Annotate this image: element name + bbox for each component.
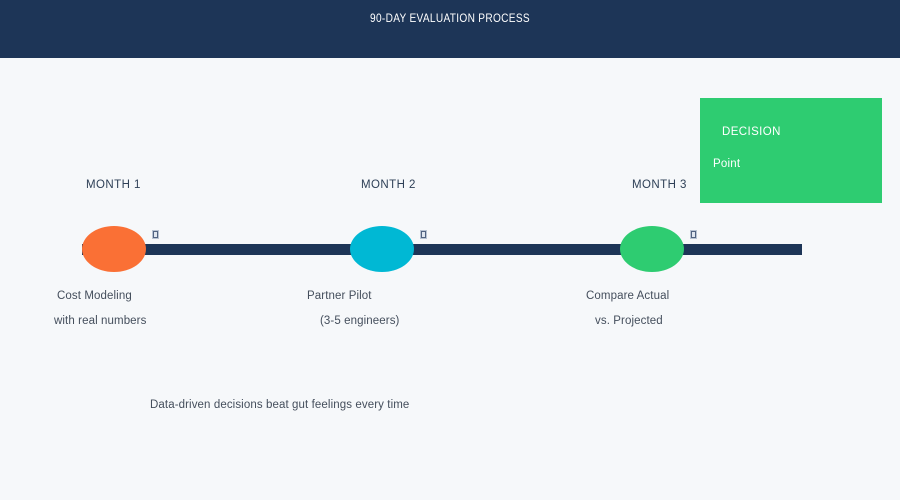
node-3-caption-line2: vs. Projected (595, 315, 663, 327)
decision-callout-line1: DECISION (722, 126, 781, 138)
timeline-node-1-ellipse[interactable] (82, 226, 146, 272)
header-bar: 90-DAY EVALUATION PROCESS (0, 0, 900, 58)
node-2-caption-line1: Partner Pilot (307, 290, 372, 302)
decision-callout-line2: Point (713, 158, 741, 170)
node-1-caption-line1: Cost Modeling (57, 290, 132, 302)
footnote-text: Data-driven decisions beat gut feelings … (150, 399, 410, 411)
node-1-caption-line2: with real numbers (54, 315, 147, 327)
missing-glyph-box-icon (420, 230, 427, 239)
decision-point-callout: DECISION Point (700, 98, 882, 203)
timeline-node-2-ellipse[interactable] (350, 226, 414, 272)
page-title: 90-DAY EVALUATION PROCESS (370, 13, 530, 25)
timeline-node-3-ellipse[interactable] (620, 226, 684, 272)
timeline-axis (82, 244, 802, 255)
missing-glyph-box-icon (152, 230, 159, 239)
month-label-3: MONTH 3 (632, 179, 687, 191)
node-3-caption-line1: Compare Actual (586, 290, 670, 302)
month-label-1: MONTH 1 (86, 179, 141, 191)
month-label-2: MONTH 2 (361, 179, 416, 191)
node-2-caption-line2: (3-5 engineers) (320, 315, 400, 327)
missing-glyph-box-icon (690, 230, 697, 239)
